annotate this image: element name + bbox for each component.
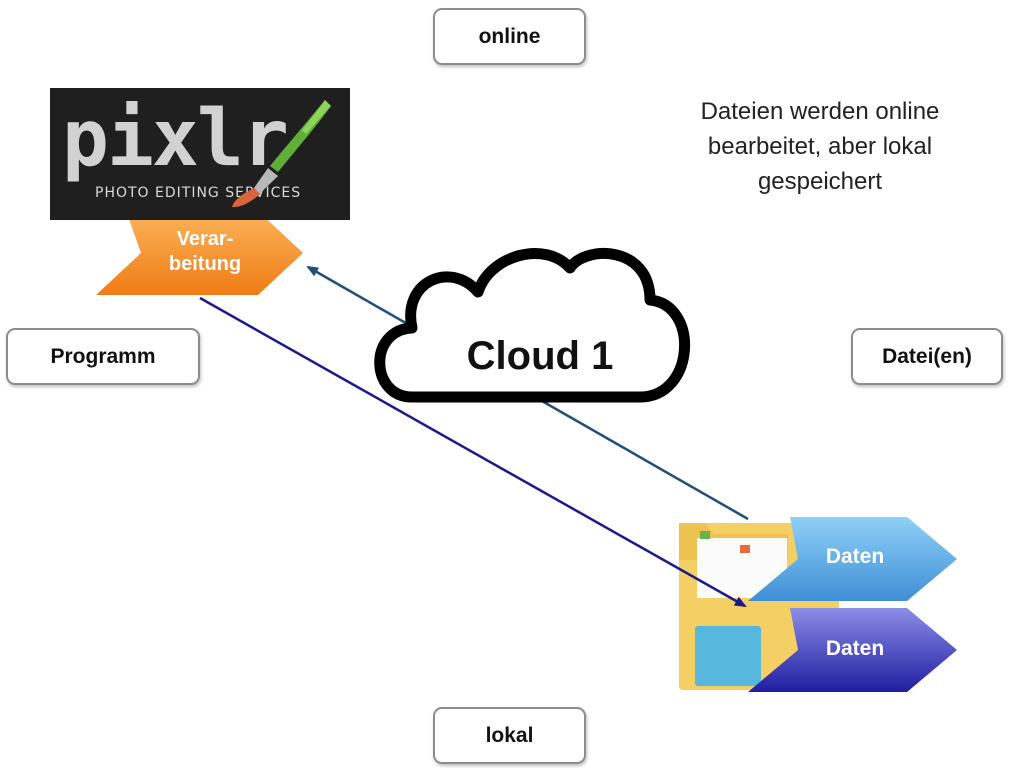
dateien-label: Datei(en)	[851, 328, 1003, 385]
pixlr-logo-word: pixlr	[62, 94, 289, 184]
arrow-verarbeitung-to-daten	[199, 296, 747, 608]
daten-bottom-label: Daten	[825, 637, 885, 660]
verarbeitung-label: Verar- beitung	[168, 228, 242, 275]
description-text: Dateien werden online bearbeitet, aber l…	[700, 98, 940, 195]
daten-top-label: Daten	[825, 545, 885, 568]
pixlr-logo: pixlr PHOTO EDITING SERVICES	[50, 88, 350, 220]
programm-label: Programm	[6, 328, 200, 385]
verarbeitung-chevron	[96, 211, 303, 295]
cloud-label: Cloud 1	[466, 334, 614, 378]
paintbrush-icon	[232, 100, 331, 208]
online-label: online	[433, 8, 586, 65]
cloud-shape	[374, 247, 691, 403]
lokal-label: lokal	[433, 707, 586, 764]
daten-chevron-bottom	[748, 608, 957, 692]
daten-chevron-top	[748, 517, 957, 601]
